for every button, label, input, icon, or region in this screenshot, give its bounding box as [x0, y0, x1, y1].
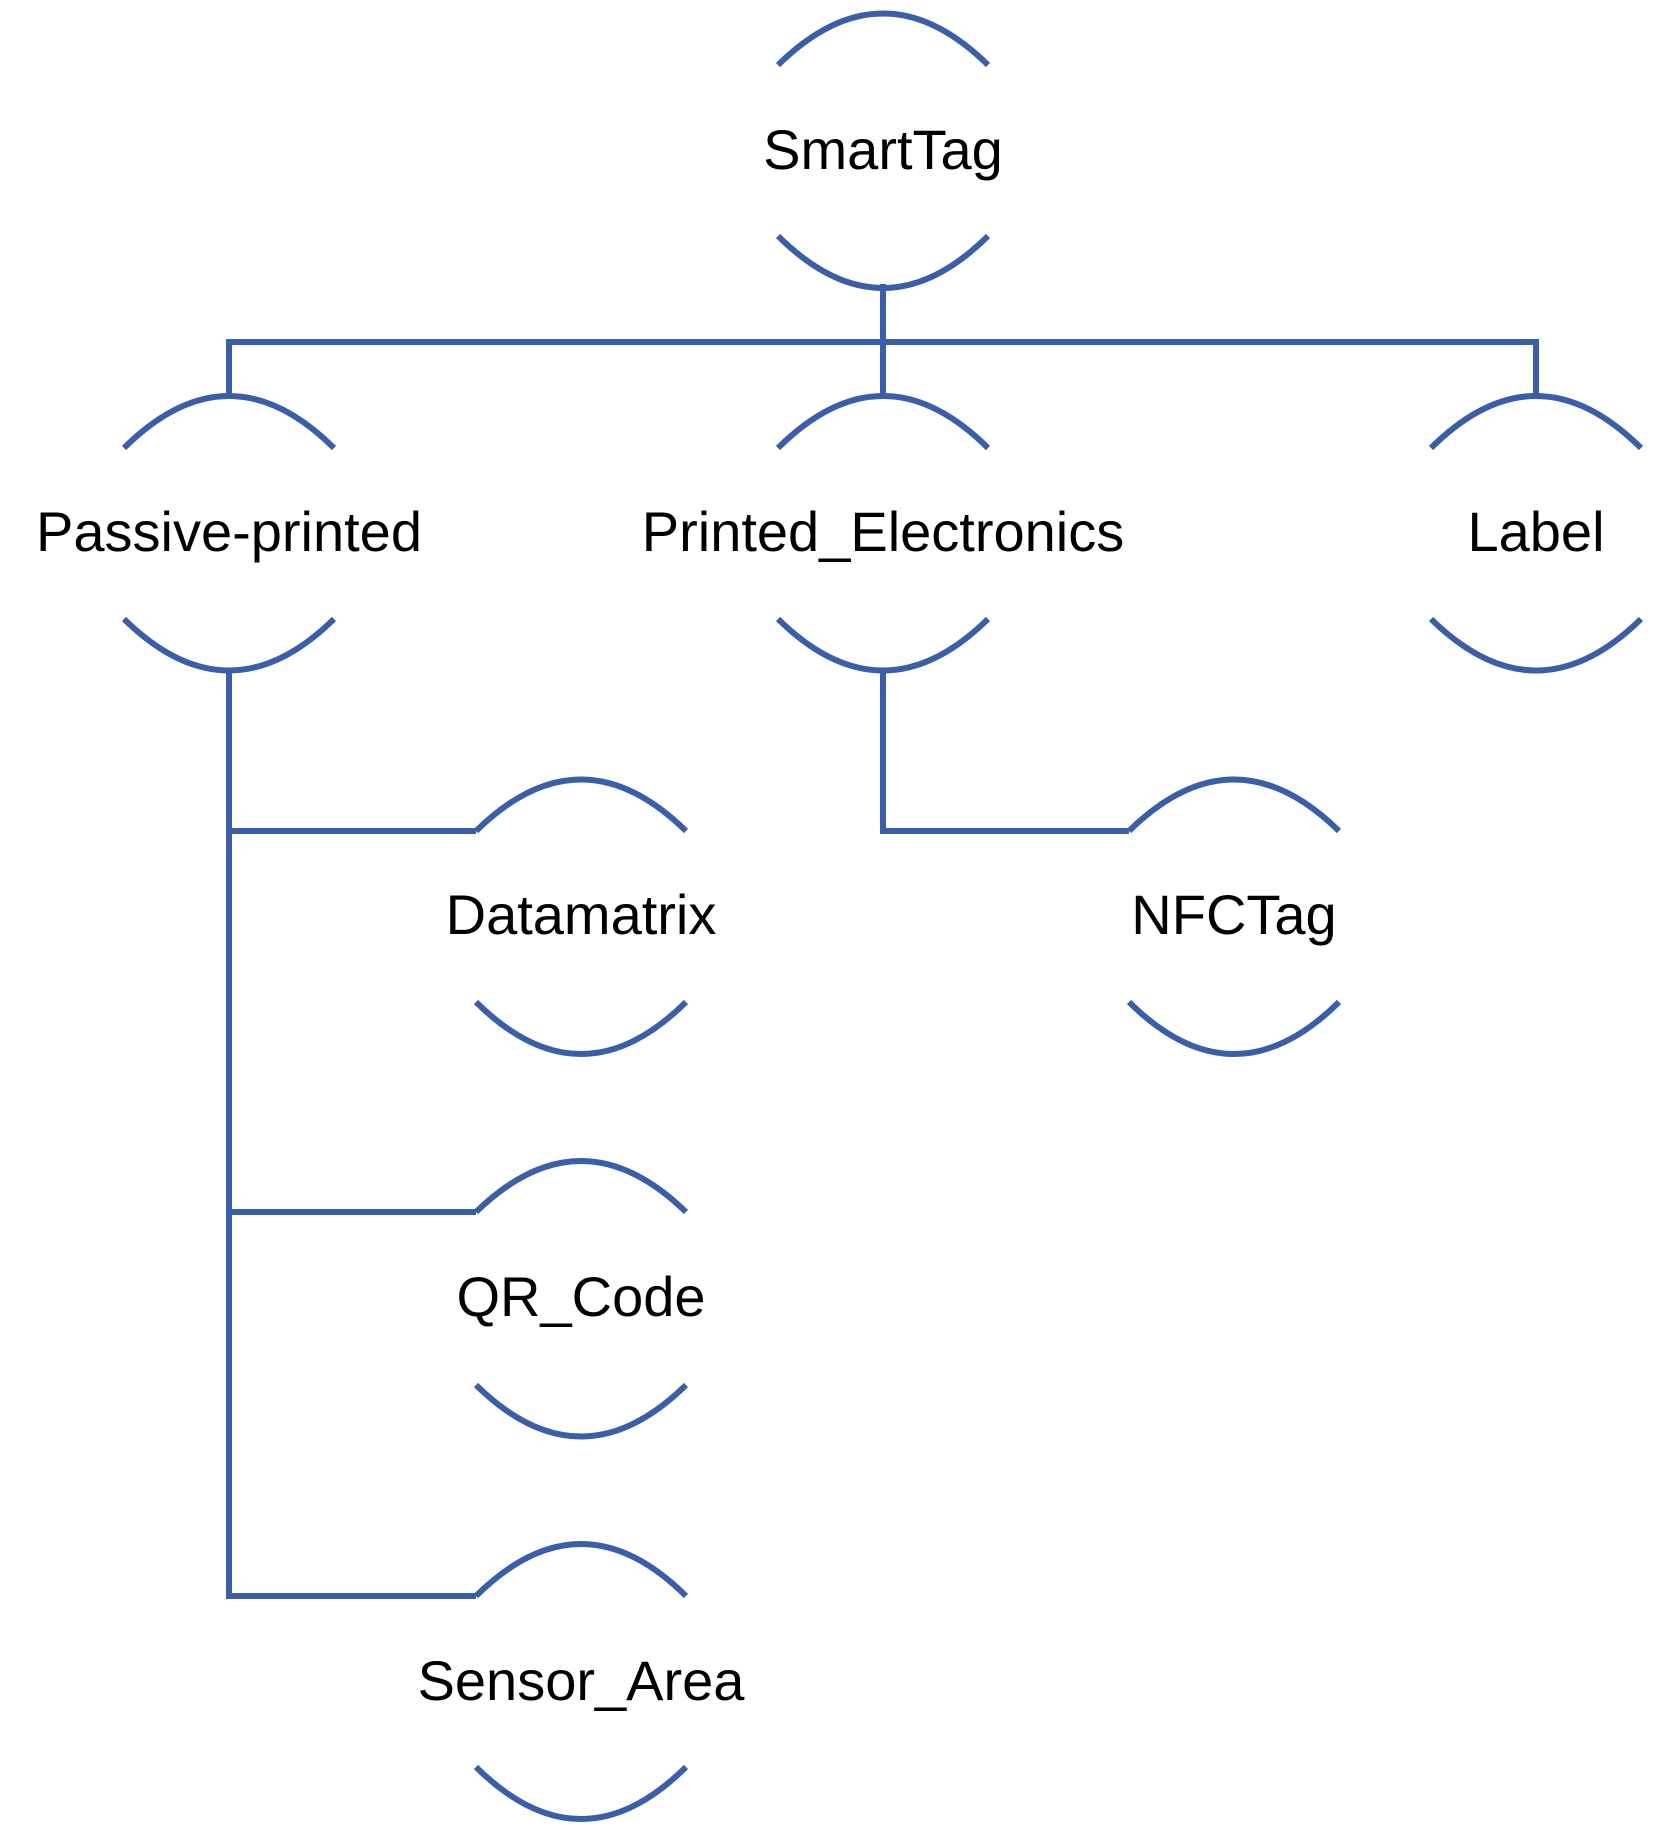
- node-label-datamatrix: Datamatrix: [446, 883, 717, 946]
- node-smarttag: SmartTag: [763, 10, 1003, 291]
- node-top-arc: [473, 1158, 689, 1215]
- node-label-smarttag: SmartTag: [763, 118, 1003, 181]
- node-bottom-arc: [775, 233, 991, 291]
- node-datamatrix: Datamatrix: [446, 776, 717, 1057]
- node-nfctag: NFCTag: [1126, 776, 1342, 1057]
- node-top-arc: [775, 393, 991, 451]
- node-top-arc: [473, 776, 689, 834]
- node-bottom-arc: [473, 1382, 689, 1440]
- node-sensor-area: Sensor_Area: [418, 1541, 746, 1822]
- node-label-passive-printed: Passive-printed: [36, 500, 422, 563]
- node-label: Label: [1428, 393, 1644, 674]
- node-label-sensor-area: Sensor_Area: [418, 1649, 746, 1712]
- node-passive-printed: Passive-printed: [36, 393, 422, 674]
- node-bottom-arc: [121, 616, 337, 674]
- node-qr-code: QR_Code: [456, 1158, 706, 1440]
- node-top-arc: [473, 1541, 689, 1599]
- node-printed-electronics: Printed_Electronics: [642, 393, 1124, 674]
- node-bottom-arc: [1428, 616, 1644, 674]
- node-bottom-arc: [473, 999, 689, 1057]
- node-label-nfctag: NFCTag: [1131, 883, 1336, 946]
- connector-to-nfctag: [880, 668, 1129, 834]
- connector-passive-printed-trunk: [226, 668, 476, 1599]
- node-top-arc: [1126, 776, 1342, 834]
- node-bottom-arc: [473, 1764, 689, 1822]
- node-top-arc: [1428, 393, 1644, 451]
- node-top-arc: [121, 393, 337, 451]
- node-label-printed-electronics: Printed_Electronics: [642, 500, 1124, 563]
- node-bottom-arc: [1126, 999, 1342, 1057]
- node-top-arc: [775, 10, 991, 68]
- connectors: [226, 284, 1539, 1599]
- node-label-label: Label: [1467, 500, 1604, 563]
- node-label-qr-code: QR_Code: [456, 1265, 705, 1328]
- node-bottom-arc: [775, 616, 991, 674]
